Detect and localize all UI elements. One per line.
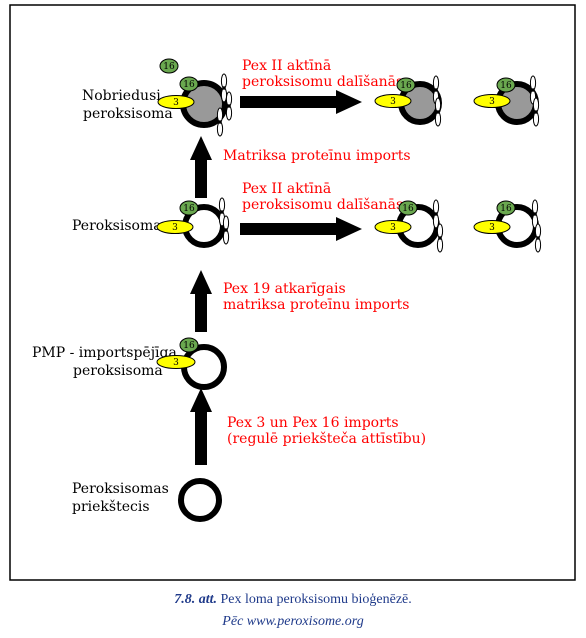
label-precursor-line2: priekštecis — [72, 498, 150, 515]
pex16-tag: 16 — [400, 81, 412, 91]
pex3-protein: 3 — [374, 220, 412, 234]
pex3-protein: 3 — [374, 94, 412, 108]
arrow-up-3 — [190, 136, 212, 198]
label-mature-line1: Nobriedusi — [82, 88, 161, 104]
label-precursor-line1: Peroksisomas — [72, 481, 169, 497]
pex16-protein: 16 — [496, 77, 516, 93]
pex16-tag: 16 — [183, 204, 195, 214]
annotation-division-top-line1: Pex II aktīnā — [242, 58, 331, 74]
pex16-tag: 16 — [402, 204, 414, 214]
mature-daughter-peroxisome: 16 3 — [473, 75, 540, 127]
pex16-tag: 16 — [183, 341, 195, 351]
label-peroxisome: Peroksisoma — [72, 218, 162, 234]
label-pmp-line1: PMP - importspējīga — [32, 345, 177, 361]
daughter-peroxisome: 16 3 — [374, 199, 444, 253]
arrow-right-top — [240, 90, 362, 114]
pex16-protein: 16 — [496, 200, 516, 216]
pex16-tag: 16 — [163, 62, 175, 72]
daughter-peroxisome: 16 3 — [473, 199, 542, 253]
pex3-protein: 3 — [156, 220, 194, 234]
pex3-tag: 3 — [390, 97, 396, 107]
free-pex16-protein: 16 — [159, 58, 179, 74]
pex3-protein: 3 — [157, 95, 195, 109]
arrow-up-2 — [190, 270, 212, 332]
annotation-pex3-pex16-line2: (regulē priekšteča attīstību) — [227, 430, 426, 447]
annotation-pex19-line1: Pex 19 atkarīgais — [223, 281, 346, 297]
pex16-tag: 16 — [183, 80, 195, 90]
annotation-pex19-line2: matriksa proteīnu imports — [223, 297, 409, 313]
caption-number: 7.8. att. — [174, 592, 217, 607]
pex16-protein: 16 — [396, 77, 416, 93]
caption-title: Pex loma peroksisomu bioģenēzē. — [220, 592, 412, 607]
arrow-up-1 — [190, 388, 212, 465]
pex16-tag: 16 — [500, 81, 512, 91]
annotation-division-mid-line2: peroksisomu dalīšanās — [242, 196, 403, 213]
mature-daughter-peroxisome: 16 3 — [374, 75, 442, 127]
caption-source: Pēc www.peroxisome.org — [222, 614, 364, 629]
annotation-division-top-line2: peroksisomu dalīšanās — [242, 73, 403, 90]
pex16-protein: 16 — [398, 200, 418, 216]
pex3-tag: 3 — [173, 358, 179, 368]
pex3-tag: 3 — [390, 223, 396, 233]
figure-caption: 7.8. att. Pex loma peroksisomu bioģenēzē… — [0, 592, 586, 608]
annotation-matrix-import: Matriksa proteīnu imports — [223, 148, 411, 164]
peroxisome-cell: 16 3 — [156, 197, 230, 248]
pex3-tag: 3 — [173, 98, 179, 108]
annotation-division-mid-line1: Pex II aktīnā — [242, 181, 331, 197]
precursor-membrane — [178, 478, 222, 522]
pex16-protein: 16 — [179, 200, 199, 216]
arrow-right-mid — [240, 217, 362, 241]
pex16-tag: 16 — [500, 204, 512, 214]
pex3-tag: 3 — [489, 97, 495, 107]
pmp-peroxisome: 16 3 — [156, 337, 227, 390]
label-mature-line2: peroksisoma — [83, 106, 173, 122]
annotation-pex3-pex16-line1: Pex 3 un Pex 16 imports — [227, 415, 399, 431]
pex3-protein: 3 — [156, 355, 196, 369]
mature-peroxisome-cell: 16 16 3 — [157, 58, 233, 137]
label-pmp-line2: peroksisoma — [73, 363, 163, 379]
pex16-protein: 16 — [179, 76, 199, 92]
pex3-protein: 3 — [473, 94, 511, 108]
pex3-tag: 3 — [489, 223, 495, 233]
pex3-tag: 3 — [172, 223, 178, 233]
pex3-protein: 3 — [473, 220, 511, 234]
pex16-protein: 16 — [179, 337, 199, 353]
